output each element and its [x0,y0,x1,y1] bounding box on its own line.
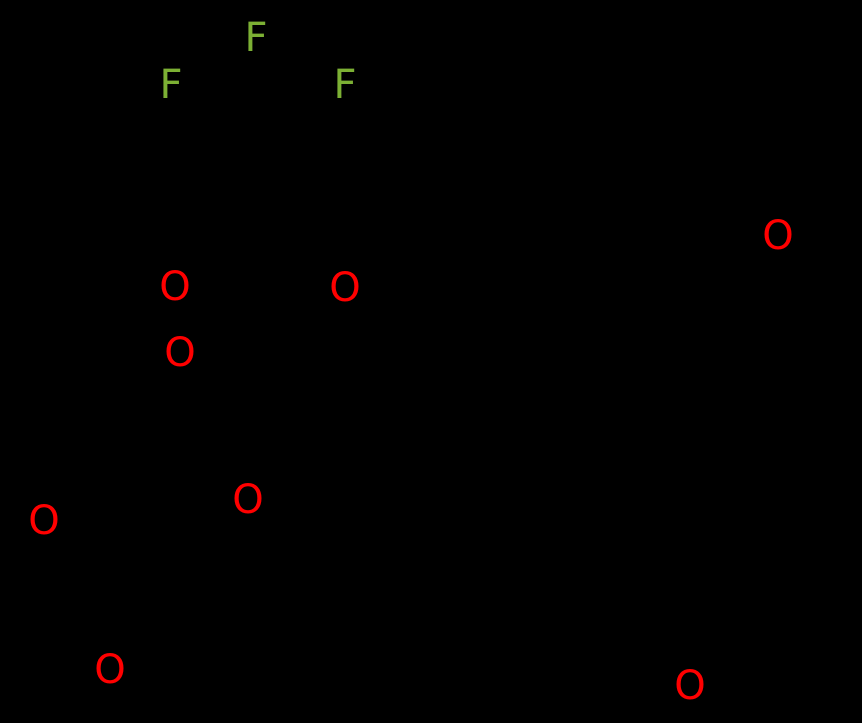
bond-line [177,380,233,473]
atom-label-o-o5: O [232,477,264,523]
bond-line [117,537,153,643]
atom-label-f-f2: F [159,62,183,108]
bond-line [417,397,473,483]
atom-label-o-o2: O [329,265,361,311]
atom-label-f-f1: F [244,15,268,61]
atom-label-f-f3: F [333,62,357,108]
bond-line [597,147,703,218]
bond-line [715,657,803,693]
bond-line [172,314,181,335]
bond-line [597,597,663,663]
bond-line [193,89,259,153]
bond-line [147,467,233,543]
atom-label-o-o7: O [94,647,126,693]
atom-label-o-o4: O [762,213,794,259]
bond-line [342,315,423,403]
bond-line [202,147,259,265]
bond-line [253,89,325,153]
atom-label-o-o6: O [28,498,60,544]
bond-line [697,212,761,235]
bond-line [253,147,333,261]
atom-label-o-o3: O [164,330,196,376]
bond-line [267,517,403,563]
atom-label-o-o8: O [674,663,706,709]
atom-label-o-o1: O [159,264,191,310]
bond-line [72,517,153,543]
